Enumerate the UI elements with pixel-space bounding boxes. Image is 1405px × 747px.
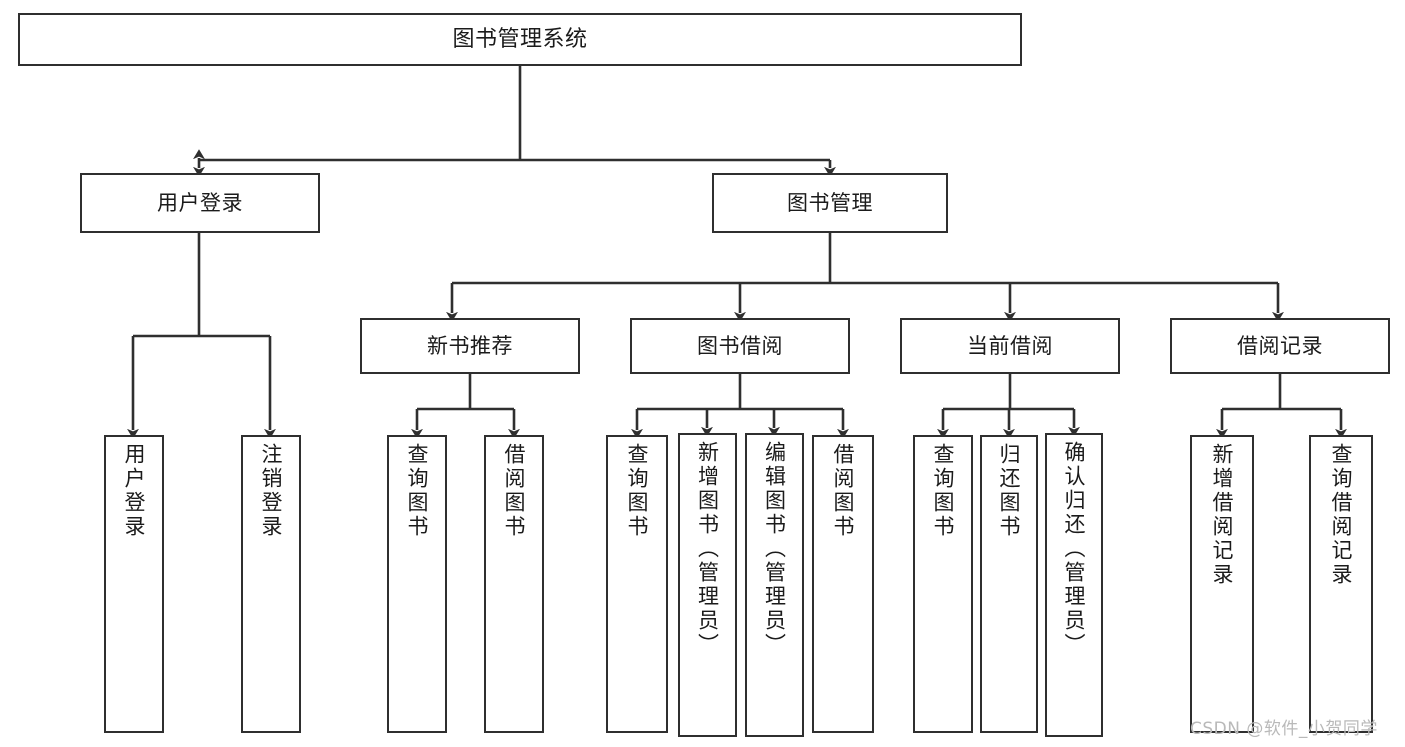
node-current-borrow[interactable]: 当前借阅 xyxy=(900,318,1120,374)
node-user-login-label: 用户登录 xyxy=(157,190,243,215)
node-leaf-bb-query-label: 查询图书 xyxy=(625,443,650,539)
node-leaf-cb-confirm-label: 确认归还（管理员） xyxy=(1062,441,1087,657)
node-root-label: 图书管理系统 xyxy=(452,26,588,52)
node-book-borrow-label: 图书借阅 xyxy=(697,333,783,358)
node-leaf-bb-add-label: 新增图书（管理员） xyxy=(695,441,720,657)
node-leaf-cb-confirm[interactable]: 确认归还（管理员） xyxy=(1045,433,1103,737)
node-leaf-cb-query[interactable]: 查询图书 xyxy=(913,435,973,733)
node-book-manage-label: 图书管理 xyxy=(787,190,873,215)
node-book-borrow[interactable]: 图书借阅 xyxy=(630,318,850,374)
node-leaf-bb-query[interactable]: 查询图书 xyxy=(606,435,668,733)
node-leaf-br-query-label: 查询借阅记录 xyxy=(1329,443,1354,587)
node-leaf-bb-edit-label: 编辑图书（管理员） xyxy=(762,441,787,657)
node-leaf-bb-add[interactable]: 新增图书（管理员） xyxy=(678,433,737,737)
node-leaf-user-logout[interactable]: 注销登录 xyxy=(241,435,301,733)
node-current-borrow-label: 当前借阅 xyxy=(967,333,1053,358)
node-new-book-rec[interactable]: 新书推荐 xyxy=(360,318,580,374)
node-borrow-record-label: 借阅记录 xyxy=(1237,333,1323,358)
node-leaf-rec-query-label: 查询图书 xyxy=(405,443,430,539)
node-new-book-rec-label: 新书推荐 xyxy=(427,333,513,358)
node-leaf-user-login[interactable]: 用户登录 xyxy=(104,435,164,733)
node-leaf-bb-borrow-label: 借阅图书 xyxy=(831,443,856,539)
node-leaf-rec-borrow-label: 借阅图书 xyxy=(502,443,527,539)
node-book-manage[interactable]: 图书管理 xyxy=(712,173,948,233)
node-leaf-cb-return[interactable]: 归还图书 xyxy=(980,435,1038,733)
node-borrow-record[interactable]: 借阅记录 xyxy=(1170,318,1390,374)
node-leaf-br-add[interactable]: 新增借阅记录 xyxy=(1190,435,1254,733)
node-leaf-cb-query-label: 查询图书 xyxy=(931,443,956,539)
node-leaf-cb-return-label: 归还图书 xyxy=(997,443,1022,539)
node-user-login[interactable]: 用户登录 xyxy=(80,173,320,233)
node-leaf-user-logout-label: 注销登录 xyxy=(259,443,284,539)
node-root[interactable]: 图书管理系统 xyxy=(18,13,1022,66)
node-leaf-br-add-label: 新增借阅记录 xyxy=(1210,443,1235,587)
node-leaf-br-query[interactable]: 查询借阅记录 xyxy=(1309,435,1373,733)
node-leaf-rec-query[interactable]: 查询图书 xyxy=(387,435,447,733)
node-leaf-rec-borrow[interactable]: 借阅图书 xyxy=(484,435,544,733)
node-leaf-bb-edit[interactable]: 编辑图书（管理员） xyxy=(745,433,804,737)
node-leaf-bb-borrow[interactable]: 借阅图书 xyxy=(812,435,874,733)
node-leaf-user-login-label: 用户登录 xyxy=(122,443,147,539)
